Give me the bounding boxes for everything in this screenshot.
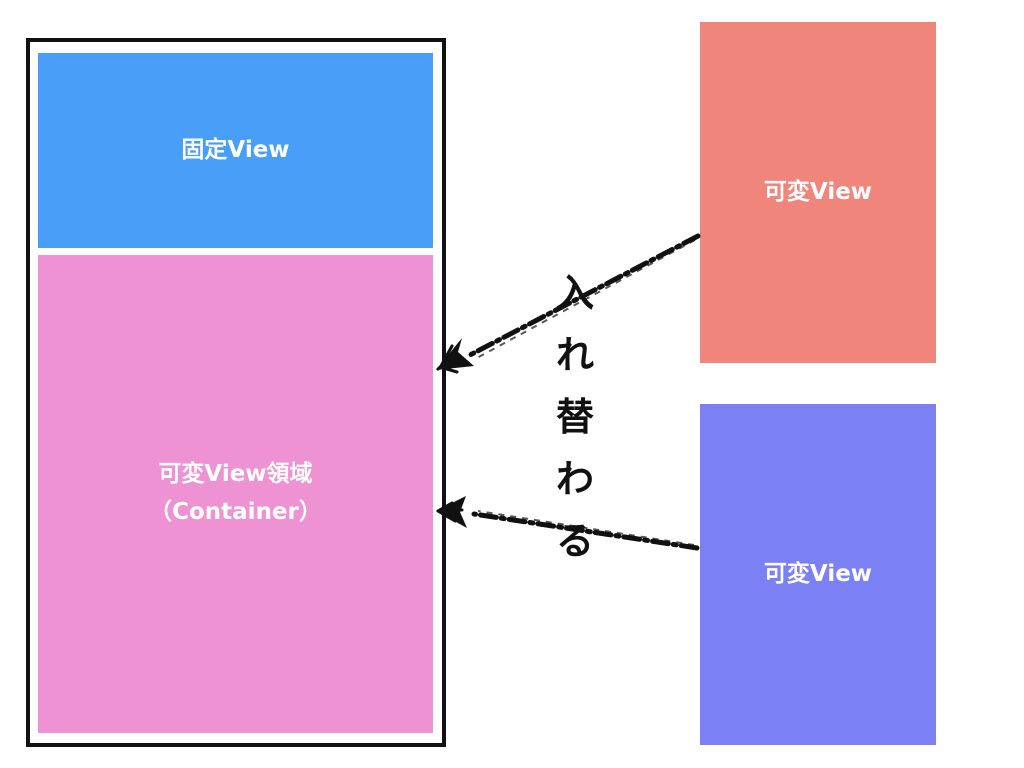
swap-label: 入 れ 替 わ る [548,262,602,572]
arrow-bottom [436,496,700,551]
swap-label-char: 入 [555,271,594,315]
swap-label-char: わ [555,457,594,501]
container-area-label: 可変View領域 （Container） [149,461,322,525]
variable-view-red-label: 可変View [763,178,873,205]
variable-view-blue-block: 可変View [700,404,936,745]
swap-label-char: れ [555,333,594,377]
variable-view-red-block: 可変View [700,22,936,363]
swap-label-char: る [555,519,594,563]
arrow-bottom-head [436,496,467,528]
fixed-view-block: 固定View [38,53,433,248]
fixed-view-label: 固定View [181,136,290,163]
variable-view-blue-label: 可変View [763,560,873,587]
arrow-top [436,233,701,374]
swap-label-char: 替 [555,395,594,439]
container-area-block: 可変View領域 （Container） [38,255,433,733]
